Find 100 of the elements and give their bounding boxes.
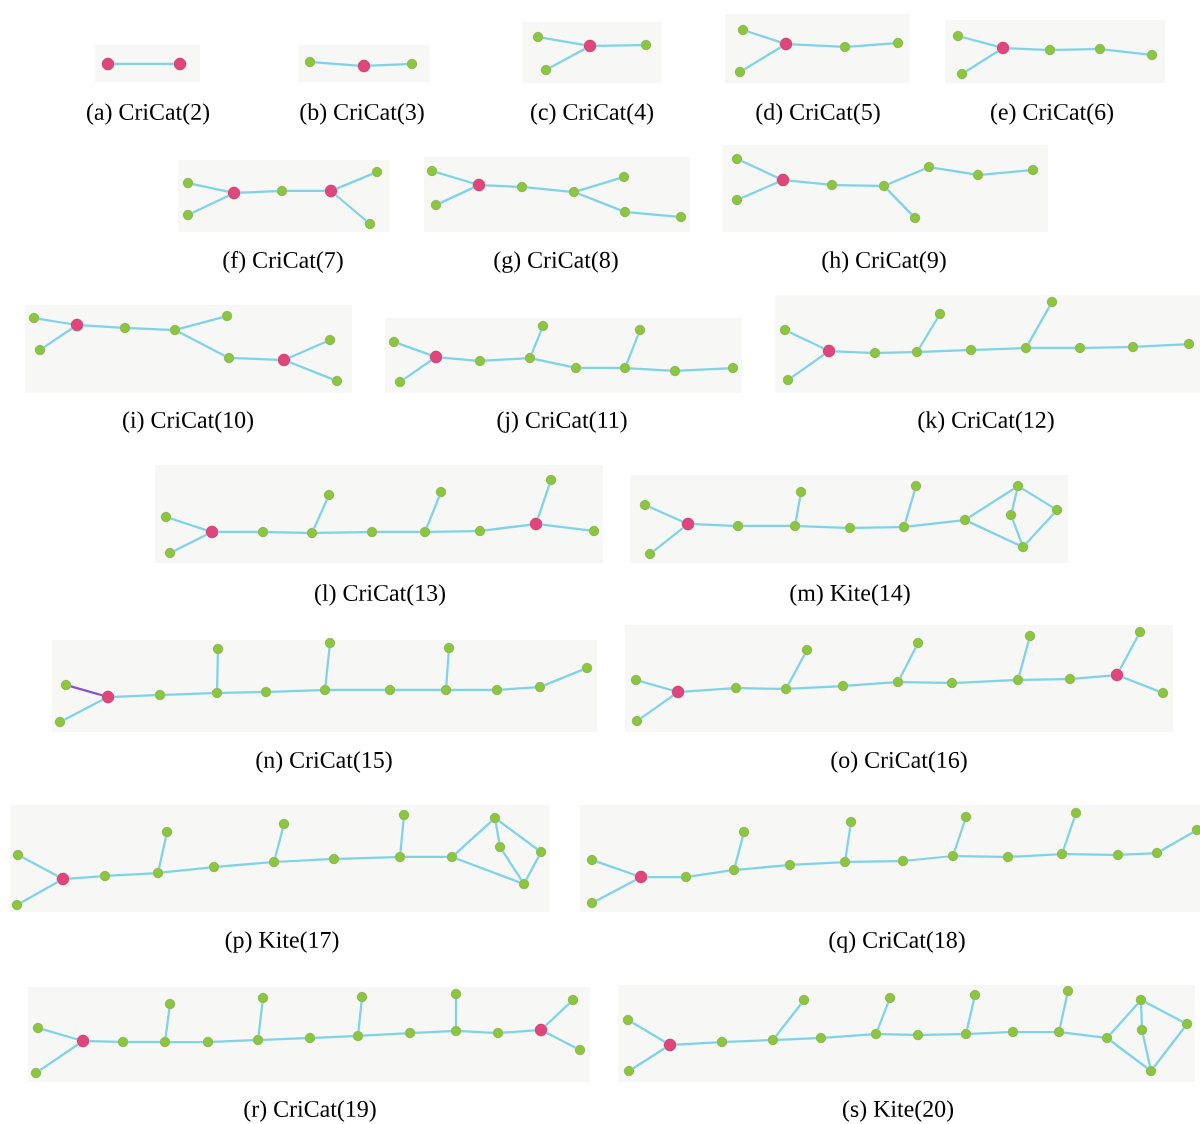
graph-vertex — [631, 675, 641, 685]
graph-vertex — [1128, 342, 1138, 352]
graph-vertex — [101, 57, 115, 71]
graph-vertex — [277, 186, 287, 196]
graph-edge — [1055, 47, 1096, 51]
graph-edge — [502, 1029, 535, 1034]
graph-vertex — [676, 212, 686, 222]
graph-edge — [876, 1002, 890, 1030]
graph-vertex — [534, 1023, 548, 1037]
graph-edge — [684, 687, 732, 693]
graph-vertex — [475, 526, 485, 536]
graph-edge — [549, 47, 586, 69]
caption: (d) CriCat(5) — [756, 103, 880, 125]
graph-vertex — [898, 856, 908, 866]
graph-edge — [625, 334, 640, 364]
graph-edge — [377, 530, 420, 534]
graph-vertex — [924, 162, 934, 172]
graph-edge — [216, 654, 219, 688]
graph-vertex — [1013, 675, 1023, 685]
graph-edge — [42, 1028, 78, 1041]
graph-edge — [647, 875, 681, 879]
graph-vertex — [538, 321, 548, 331]
caption: (e) CriCat(6) — [991, 103, 1113, 125]
graph-vertex — [1152, 848, 1162, 858]
graph-edge — [158, 836, 168, 869]
graph-edge — [289, 361, 333, 381]
caption: (s) Kite(20) — [843, 1100, 954, 1122]
graph-vertex — [681, 517, 695, 531]
graph-vertex — [893, 38, 903, 48]
graph-edge — [975, 347, 1022, 351]
graph-vertex — [475, 356, 485, 366]
graph-edge — [1142, 1034, 1152, 1067]
graph-edge — [1110, 1040, 1148, 1069]
graph-edge — [790, 685, 839, 690]
graph-vertex — [165, 548, 175, 558]
graph-vertex — [790, 521, 800, 531]
graph-edge — [787, 653, 806, 686]
graph-vertex — [1025, 631, 1035, 641]
graph-vertex — [871, 1029, 881, 1039]
graph-vertex — [332, 376, 342, 386]
graph-edge — [494, 822, 501, 843]
graph-edge — [789, 331, 824, 350]
graph-edge — [1031, 346, 1075, 350]
graph-edge — [1122, 676, 1159, 693]
graph-vertex — [365, 219, 375, 229]
graph-edge — [174, 533, 207, 552]
graph-edge — [370, 63, 408, 67]
graph-vertex — [385, 685, 395, 695]
graph-edge — [734, 836, 744, 866]
graph-vertex — [893, 677, 903, 687]
graph-edge — [234, 357, 278, 361]
graph-vertex — [935, 309, 945, 319]
graph-vertex — [961, 1029, 971, 1039]
graph-vertex — [635, 325, 645, 335]
graph-edge — [1085, 345, 1128, 350]
graph-vertex — [732, 154, 742, 164]
graph-vertex — [35, 345, 45, 355]
graph-edge — [777, 1037, 817, 1041]
graph-vertex — [1028, 165, 1038, 175]
graph-edge — [581, 366, 620, 370]
graph-vertex — [120, 323, 130, 333]
graph-vertex — [569, 187, 579, 197]
graph-edge — [314, 61, 358, 67]
graph-vertex — [1192, 825, 1200, 835]
graph-vertex — [960, 515, 970, 525]
graph-edge — [794, 861, 841, 866]
graph-vertex — [431, 200, 441, 210]
graph-edge — [825, 1033, 872, 1039]
caption: (l) CriCat(13) — [315, 584, 445, 606]
graph-edge — [546, 1031, 577, 1049]
graph-vertex — [183, 178, 193, 188]
graph-edge — [212, 1039, 254, 1043]
caption: (g) CriCat(8) — [494, 251, 618, 273]
graph-edge — [982, 169, 1029, 176]
graph-edge — [542, 36, 585, 47]
graph-vertex — [1075, 343, 1085, 353]
graph-vertex — [118, 1037, 128, 1047]
graph-vertex — [1057, 849, 1067, 859]
graph-vertex — [589, 526, 599, 536]
graph-edge — [792, 43, 841, 48]
graph-vertex — [153, 868, 163, 878]
graph-edge — [20, 881, 59, 904]
graph-edge — [775, 1003, 802, 1037]
graph-edge — [440, 186, 474, 204]
graph-vertex — [183, 210, 193, 220]
graph-vertex — [325, 638, 335, 648]
graph-edge — [179, 316, 223, 330]
graph-edge — [324, 647, 331, 686]
graph-edge — [794, 496, 802, 522]
graph-vertex — [1147, 50, 1157, 60]
graph-vertex — [492, 685, 502, 695]
graph-edge — [162, 866, 210, 874]
graph-edge — [69, 875, 101, 880]
graph-edge — [837, 183, 880, 188]
graph-edge — [743, 524, 790, 528]
graph-vertex — [451, 1026, 461, 1036]
graph-vertex — [495, 842, 505, 852]
graph-vertex — [947, 678, 957, 688]
graph-edge — [21, 856, 59, 878]
graph-vertex — [325, 335, 335, 345]
